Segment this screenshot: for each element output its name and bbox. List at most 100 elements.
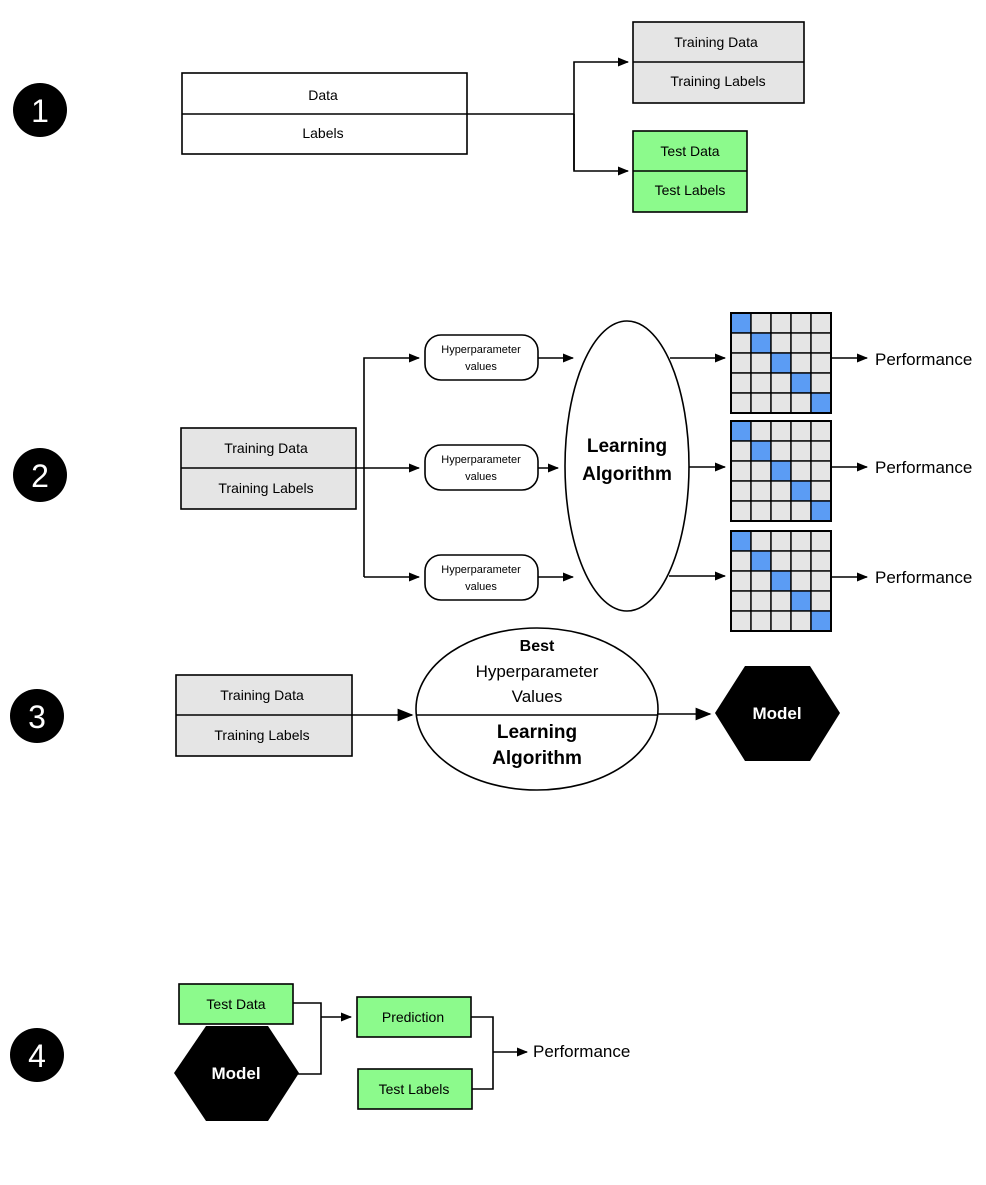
step-1: 1 Data Labels Training Data Training Lab…	[13, 21, 805, 213]
matrix-cell-diagonal	[810, 500, 832, 522]
matrix-cell	[750, 530, 772, 552]
matrix-cell	[810, 420, 832, 442]
matrix-cell	[810, 550, 832, 572]
training-labels-label: Training Labels	[214, 727, 309, 743]
training-set-box: Training Data Training Labels	[175, 674, 353, 757]
matrix-cell-diagonal	[790, 590, 812, 612]
learning-algorithm-ellipse: Learning Algorithm	[564, 320, 690, 612]
matrix-cell	[750, 420, 772, 442]
learning-label: Learning	[587, 436, 667, 457]
step-1-badge	[13, 83, 67, 137]
matrix-cell	[770, 372, 792, 394]
training-data-label: Training Data	[220, 687, 304, 703]
dataset-box: Data Labels	[181, 72, 468, 155]
matrix-cell	[790, 500, 812, 522]
test-data-label: Test Data	[206, 996, 265, 1012]
hyperparameter-label: Hyperparameter	[441, 454, 521, 466]
matrix-cell	[790, 440, 812, 462]
matrix-cell	[730, 440, 752, 462]
hyperparameter-box-2: Hyperparameter values	[424, 444, 539, 491]
matrix-cell-diagonal	[730, 530, 752, 552]
matrix-cell	[750, 590, 772, 612]
matrix-cell	[770, 332, 792, 354]
matrix-cell	[790, 332, 812, 354]
matrix-cell	[810, 440, 832, 462]
step-3: 3 Training Data Training Labels Best Hyp…	[10, 627, 840, 791]
matrix-cell	[770, 530, 792, 552]
step-4: 4 Model Test Data Prediction Test Labels…	[10, 983, 630, 1121]
matrix-cell	[770, 480, 792, 502]
matrix-cell-diagonal	[770, 352, 792, 374]
matrix-cell	[810, 332, 832, 354]
matrix-cell	[790, 570, 812, 592]
step-3-number: 3	[28, 699, 46, 735]
matrix-cell-diagonal	[790, 372, 812, 394]
matrix-cell	[770, 312, 792, 334]
matrix-cell	[770, 420, 792, 442]
hyperparameter-label: Hyperparameter	[441, 564, 521, 576]
matrix-border	[730, 312, 832, 414]
test-labels-label: Test Labels	[655, 182, 726, 198]
training-data-label: Training Data	[674, 34, 758, 50]
matrix-cell-diagonal	[770, 460, 792, 482]
matrix-cell	[810, 460, 832, 482]
test-labels-box: Test Labels	[357, 1068, 473, 1110]
matrix-cell	[810, 312, 832, 334]
matrix-cell	[750, 352, 772, 374]
hyper-to-algorithm-arrows	[538, 353, 575, 582]
matrix-cell	[730, 570, 752, 592]
matrix-cell	[790, 420, 812, 442]
matrix-cell	[730, 460, 752, 482]
step-3-badge	[10, 689, 64, 743]
matrix-cell	[730, 610, 752, 632]
matrix-cell	[810, 352, 832, 374]
step-2-badge	[13, 448, 67, 502]
model-label: Model	[752, 704, 801, 723]
performance-label-2: Performance	[875, 458, 972, 477]
matrix-border	[730, 530, 832, 632]
learning-label: Learning	[497, 722, 577, 743]
matrix-cell	[730, 590, 752, 612]
matrix-cell	[770, 550, 792, 572]
matrix-cell-diagonal	[730, 420, 752, 442]
outputs-to-performance-connector	[471, 1016, 529, 1090]
matrix-cell	[790, 460, 812, 482]
matrix-cell	[790, 352, 812, 374]
matrix-cell	[750, 570, 772, 592]
confusion-matrix-3	[730, 530, 832, 632]
best-label: Best	[520, 638, 555, 655]
training-set-box: Training Data Training Labels	[632, 21, 805, 104]
step-4-badge	[10, 1028, 64, 1082]
performance-label-3: Performance	[875, 568, 972, 587]
matrix-cell	[750, 610, 772, 632]
performance-label-1: Performance	[875, 350, 972, 369]
inputs-to-prediction-connector	[293, 1002, 353, 1075]
labels-label: Labels	[302, 125, 343, 141]
matrix-cell	[730, 500, 752, 522]
prediction-label: Prediction	[382, 1009, 444, 1025]
matrix-cell	[810, 372, 832, 394]
matrix-cell	[730, 372, 752, 394]
prediction-box: Prediction	[356, 996, 472, 1038]
step-2: 2 Training Data Training Labels Hyperpar…	[13, 312, 972, 632]
matrix-cell	[750, 372, 772, 394]
split-connectors	[467, 57, 630, 176]
training-labels-label: Training Labels	[670, 73, 765, 89]
matrix-cell	[790, 550, 812, 572]
matrix-cell-diagonal	[790, 480, 812, 502]
performance-label: Performance	[533, 1042, 630, 1061]
matrix-cell	[750, 480, 772, 502]
matrix-cell	[730, 332, 752, 354]
matrix-cell	[810, 590, 832, 612]
matrix-cell	[730, 480, 752, 502]
matrix-cell-diagonal	[750, 332, 772, 354]
matrix-cell	[730, 352, 752, 374]
matrix-cell-diagonal	[770, 570, 792, 592]
values-label: values	[465, 361, 497, 373]
matrix-cell-diagonal	[730, 312, 752, 334]
model-hexagon: Model	[174, 1026, 299, 1121]
matrix-cell	[790, 392, 812, 414]
confusion-matrices	[730, 312, 832, 632]
test-data-label: Test Data	[660, 143, 719, 159]
